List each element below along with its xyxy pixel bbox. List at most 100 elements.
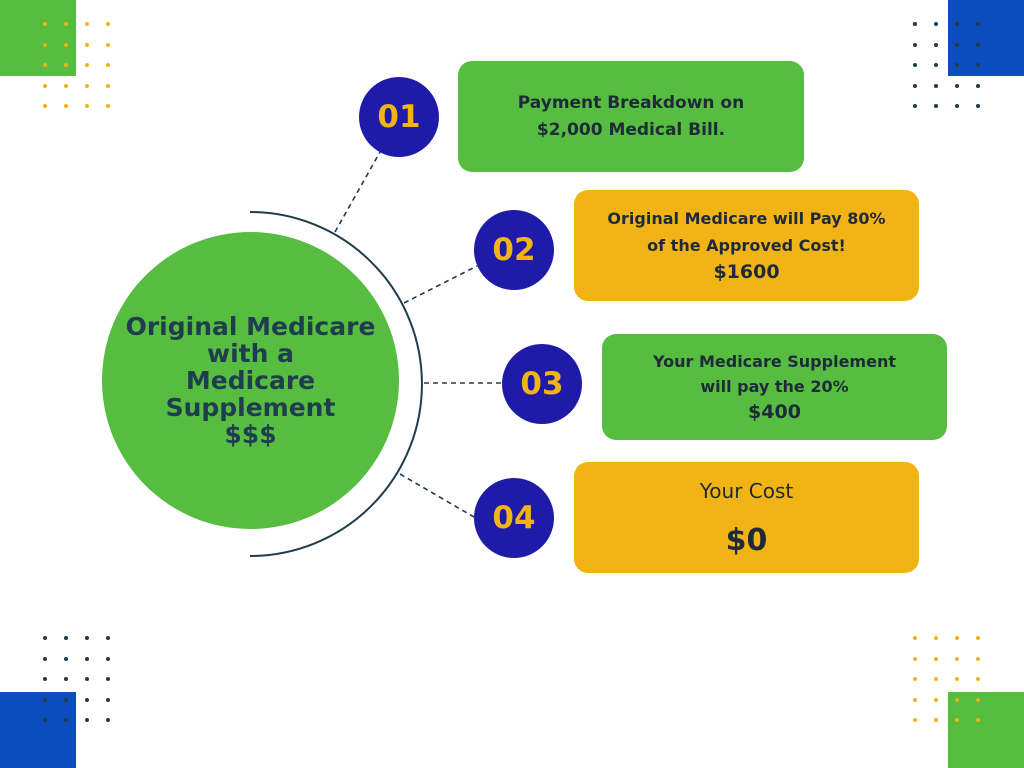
step-02-text-line-1: Original Medicare will Pay 80%	[607, 209, 886, 228]
step-02-text-line-2: of the Approved Cost!	[647, 236, 846, 255]
center-title-line-1: Original Medicare	[125, 312, 376, 341]
dot	[913, 22, 917, 26]
dot	[955, 636, 959, 640]
dot	[106, 63, 110, 67]
dot	[955, 83, 959, 88]
step-box-03: Your Medicare Supplement will pay the 20…	[602, 334, 947, 440]
dot	[106, 718, 110, 722]
dot	[976, 718, 980, 722]
dot	[976, 656, 980, 661]
step-03-text-line-1: Your Medicare Supplement	[653, 351, 896, 371]
dot	[934, 656, 938, 661]
dot	[43, 63, 47, 67]
dot	[934, 104, 938, 108]
dot	[64, 104, 68, 108]
dot	[106, 697, 110, 702]
dot	[106, 104, 110, 108]
dot	[955, 697, 959, 702]
dot	[85, 22, 89, 26]
corner-square-top-right	[948, 0, 1024, 76]
dot-grid-bottom-right	[913, 636, 997, 739]
dot	[976, 83, 980, 88]
dot	[976, 104, 980, 108]
dot	[913, 718, 917, 722]
dot	[64, 718, 68, 722]
dot	[64, 63, 68, 67]
corner-square-bottom-right	[948, 692, 1024, 768]
center-title-line-3: Medicare	[185, 366, 316, 395]
dot	[43, 656, 47, 661]
step-number-03: 03	[502, 344, 582, 424]
dot	[85, 656, 89, 661]
step-number-04: 04	[474, 478, 554, 558]
dot	[913, 636, 917, 640]
dot	[85, 636, 89, 640]
corner-square-bottom-left	[0, 692, 76, 768]
dot	[64, 42, 68, 47]
dot	[64, 83, 68, 88]
dot	[976, 22, 980, 26]
dot-grid-bottom-left	[43, 636, 127, 739]
dot	[934, 83, 938, 88]
dot	[913, 677, 917, 681]
step-01-text-line-2: $2,000 Medical Bill.	[536, 119, 726, 140]
connector-04	[399, 473, 475, 518]
connector-02	[403, 265, 478, 304]
dot	[43, 22, 47, 26]
dot	[934, 22, 938, 26]
dot	[106, 636, 110, 640]
dot	[106, 42, 110, 47]
dot	[85, 83, 89, 88]
dot	[43, 104, 47, 108]
dot	[976, 697, 980, 702]
dot	[43, 677, 47, 681]
dot	[64, 677, 68, 681]
step-02-amount: $1600	[713, 261, 780, 283]
dot	[43, 697, 47, 702]
center-title-line-4: Supplement	[165, 393, 336, 422]
dot	[955, 656, 959, 661]
corner-square-top-left	[0, 0, 76, 76]
dot	[955, 42, 959, 47]
dot	[85, 718, 89, 722]
dot-grid-top-right	[913, 22, 997, 125]
dot	[85, 677, 89, 681]
center-title-line-5: $$$	[224, 420, 277, 449]
dot	[85, 104, 89, 108]
dot	[913, 697, 917, 702]
dot	[85, 42, 89, 47]
dot	[934, 718, 938, 722]
central-circle: Original Medicare with a Medicare Supple…	[102, 232, 399, 529]
step-04-amount: $0	[725, 522, 768, 558]
dot	[934, 677, 938, 681]
dot	[43, 83, 47, 88]
dot	[64, 636, 68, 640]
dot	[106, 83, 110, 88]
step-box-02: Original Medicare will Pay 80% of the Ap…	[574, 190, 919, 301]
dot	[955, 677, 959, 681]
dot	[934, 42, 938, 47]
step-03-text-line-2: will pay the 20%	[700, 376, 849, 396]
center-title-line-2: with a	[207, 339, 294, 368]
dot	[976, 63, 980, 67]
dot	[934, 636, 938, 640]
dot	[976, 42, 980, 47]
dot	[64, 22, 68, 26]
dot-grid-top-left	[43, 22, 127, 125]
dot	[913, 656, 917, 661]
dot	[955, 718, 959, 722]
dot	[106, 22, 110, 26]
step-box-01: Payment Breakdown on $2,000 Medical Bill…	[458, 61, 804, 172]
dot	[43, 636, 47, 640]
step-01-text-line-1: Payment Breakdown on	[517, 92, 745, 113]
dot	[934, 697, 938, 702]
connector-01	[334, 151, 381, 233]
dot	[106, 656, 110, 661]
dot	[955, 22, 959, 26]
dot	[85, 697, 89, 702]
dot	[913, 83, 917, 88]
step-03-amount: $400	[748, 400, 801, 423]
outer-arc	[249, 211, 423, 557]
dot	[976, 636, 980, 640]
